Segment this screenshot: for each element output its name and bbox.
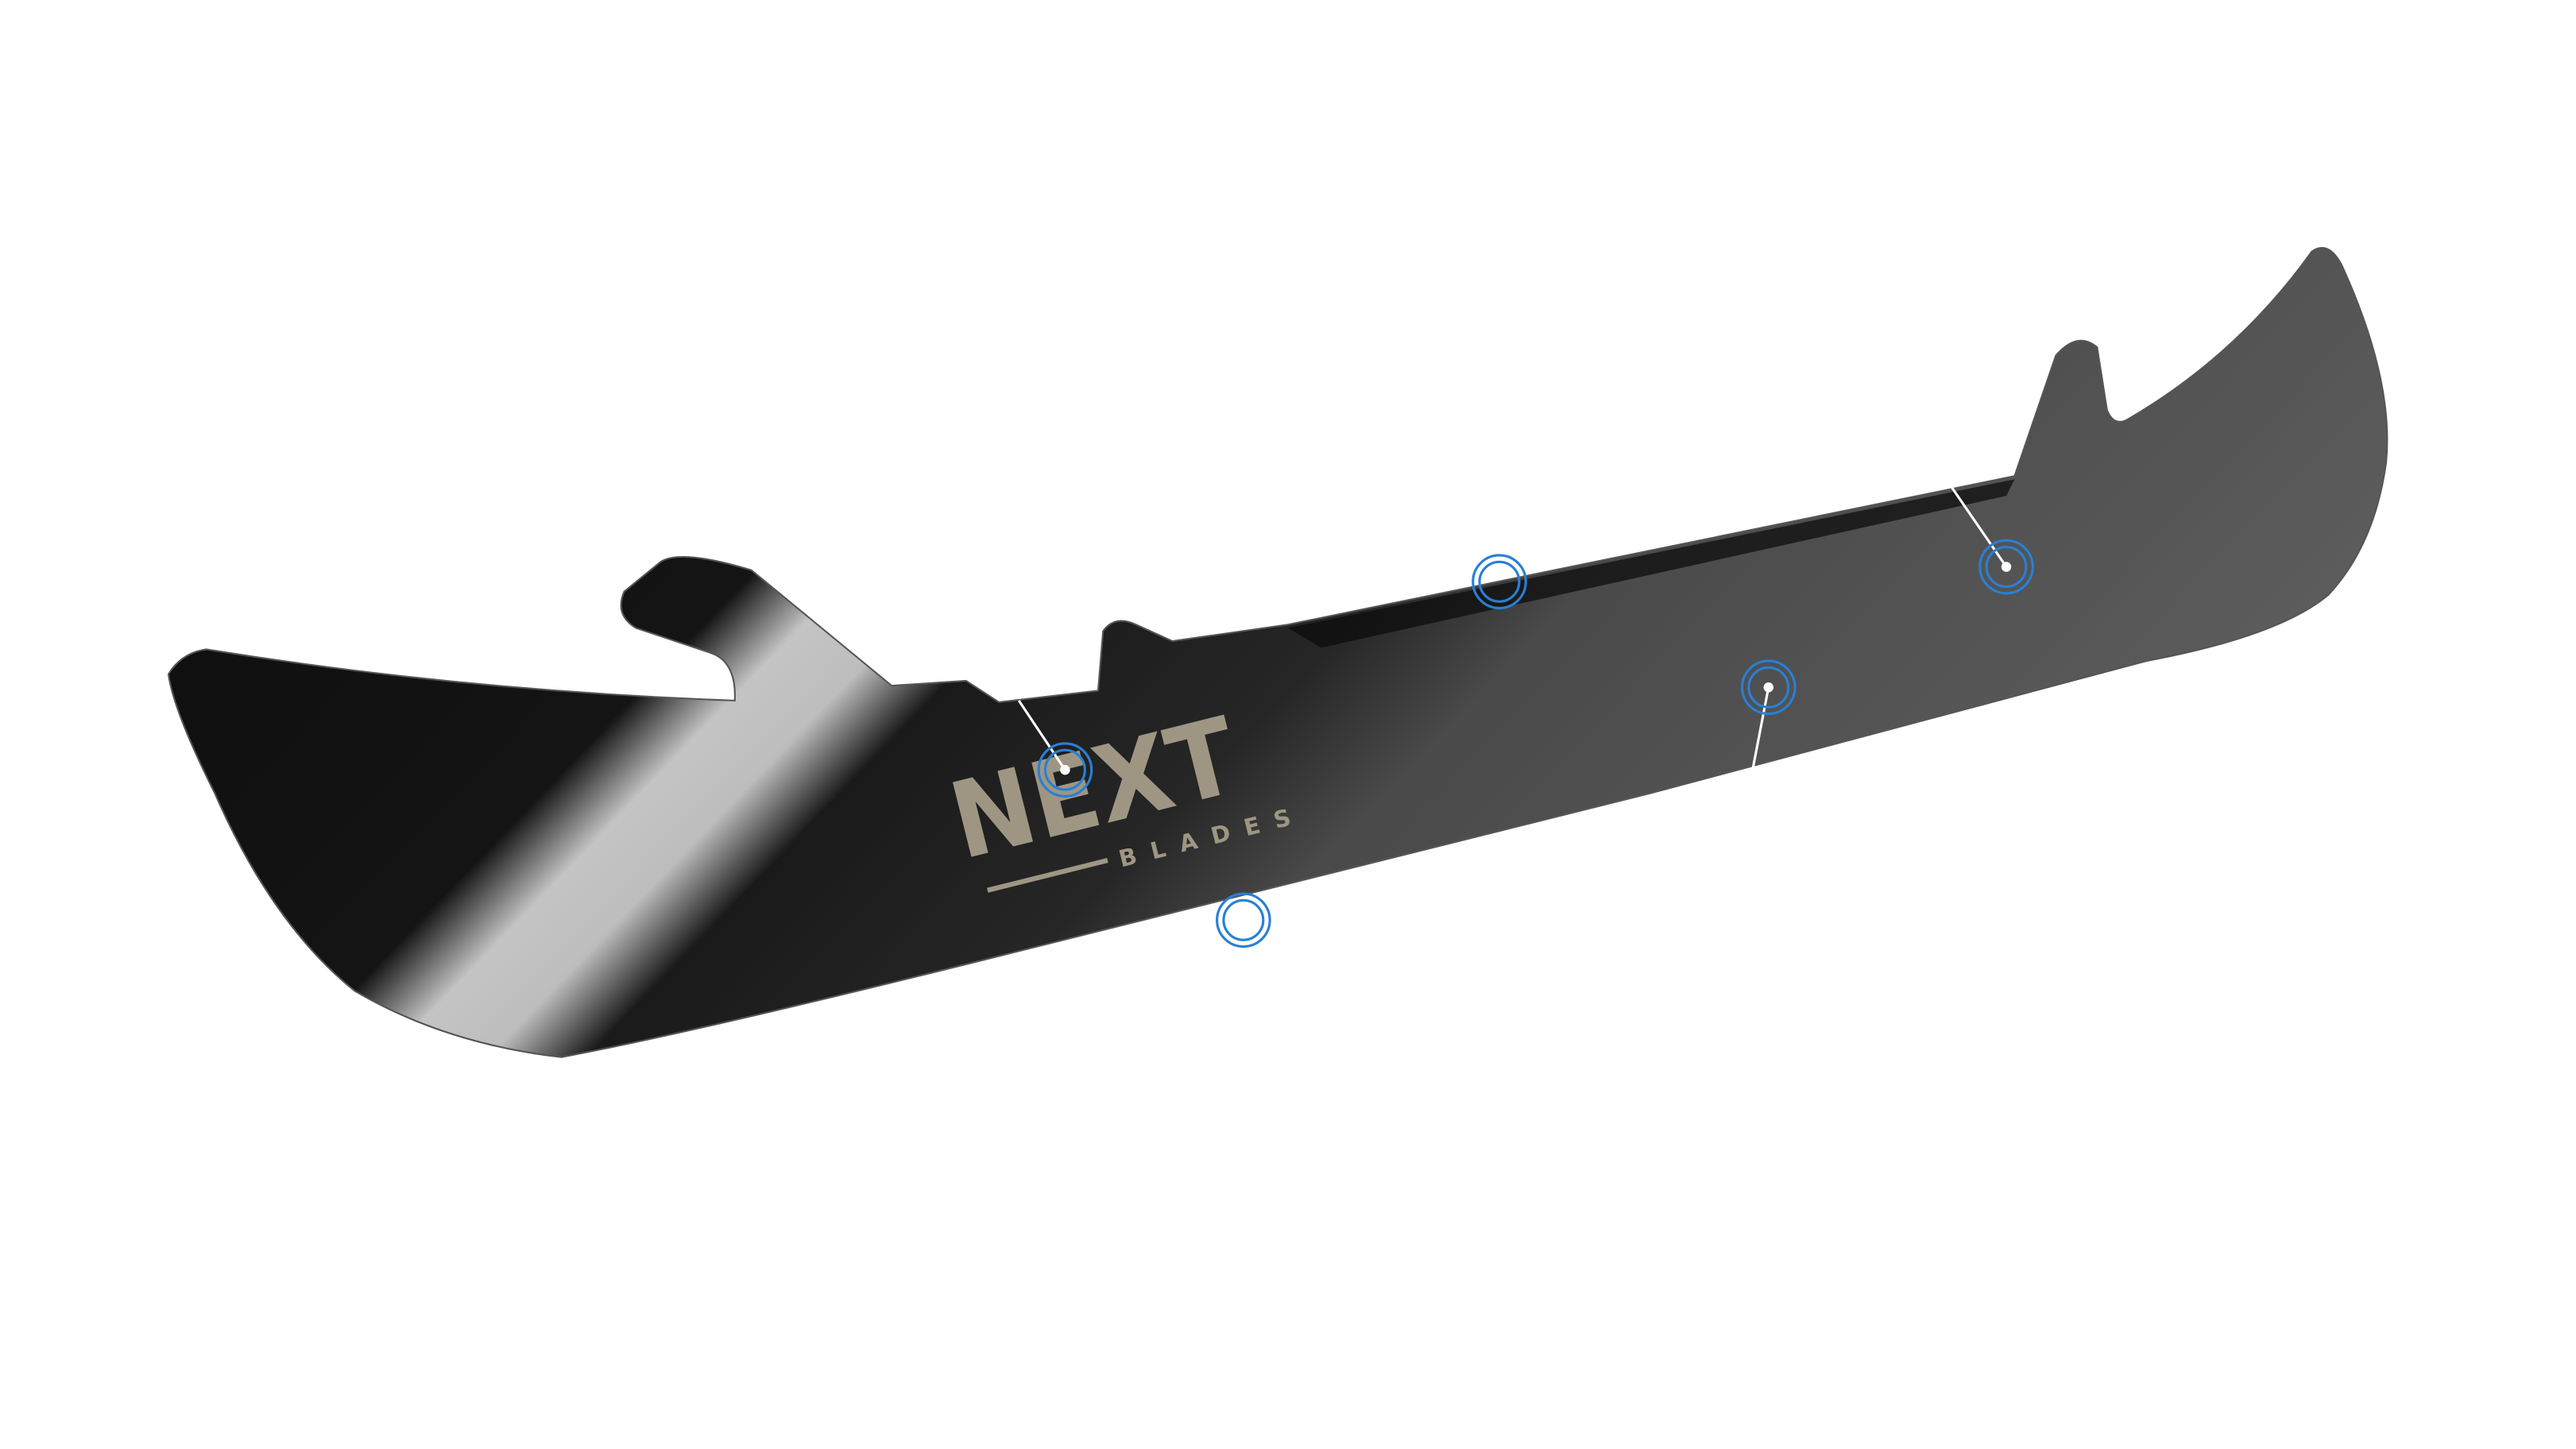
hotspot-mid-blade[interactable] bbox=[1740, 659, 1797, 782]
hotspot-dot bbox=[2001, 562, 2012, 572]
hotspot-dot bbox=[1060, 764, 1070, 775]
hotspot-bottom-edge[interactable] bbox=[1216, 892, 1271, 949]
hotspot-rear-blade[interactable] bbox=[1947, 481, 2034, 595]
hotspot-outer-ring bbox=[1037, 742, 1093, 798]
logo-underline bbox=[987, 857, 1108, 893]
hotspot-leader-line bbox=[1749, 686, 1770, 782]
hotspot-inner-ring bbox=[1985, 546, 2028, 589]
hotspot-inner-ring bbox=[1043, 748, 1086, 791]
hotspot-outer-ring bbox=[1740, 659, 1797, 716]
hotspot-outer-ring bbox=[1978, 539, 2034, 595]
hotspot-dot bbox=[1763, 682, 1773, 693]
blade-body bbox=[167, 247, 2388, 1058]
hotspot-logo-area[interactable] bbox=[1017, 700, 1093, 798]
hotspot-outer-ring bbox=[1216, 892, 1271, 949]
skate-blade bbox=[167, 247, 2388, 1058]
hotspot-leader-line bbox=[1947, 481, 2008, 568]
hotspot-inner-ring bbox=[1478, 560, 1521, 603]
hotspot-outer-ring bbox=[1472, 554, 1527, 610]
blade-top-ridge bbox=[1288, 479, 2015, 648]
hotspot-top-edge[interactable] bbox=[1472, 554, 1527, 610]
hotspot-inner-ring bbox=[1747, 666, 1790, 709]
hotspot-leader-line bbox=[1017, 700, 1066, 771]
hotspot-inner-ring bbox=[1222, 898, 1265, 941]
